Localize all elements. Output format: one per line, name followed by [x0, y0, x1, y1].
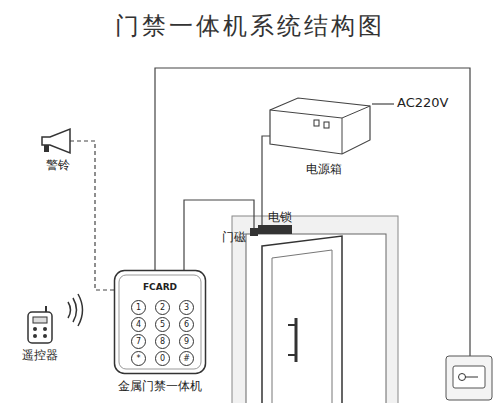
wireless-waves [68, 294, 83, 326]
remote-control: 遥控器 [26, 306, 54, 344]
key-label: 9 [179, 334, 194, 349]
alarm-bell-shape [40, 128, 76, 154]
key-symbol [465, 377, 478, 378]
ac-wire [372, 103, 394, 104]
key-label: 8 [155, 334, 170, 349]
key-label: 0 [155, 351, 170, 366]
node-label: FCARD [143, 280, 177, 294]
key-label: 1 [131, 300, 146, 315]
access-keypad: FCARD金属门禁一体机123456789*0# [114, 270, 206, 374]
node-label: 电源箱 [306, 162, 342, 176]
door-magnet: 门磁 [250, 228, 258, 236]
exit-button [446, 356, 492, 400]
node-label: 遥控器 [22, 348, 58, 362]
node-label: 金属门禁一体机 [118, 379, 202, 393]
electric-lock-shape [258, 225, 292, 234]
handle-bar [288, 324, 296, 326]
wall-frame [232, 216, 398, 403]
node-label: 门磁 [222, 230, 246, 244]
exit-button-face [453, 366, 485, 388]
key-label: * [131, 351, 146, 366]
key-label: # [179, 351, 194, 366]
key-label: 6 [179, 317, 194, 332]
node-label: 电锁 [268, 210, 292, 224]
key-symbol [459, 374, 466, 381]
wire-connector [70, 141, 114, 290]
handle-bar [288, 354, 296, 356]
power-box-shape [268, 96, 372, 156]
key-label: 5 [155, 317, 170, 332]
key-label: 4 [131, 317, 146, 332]
power-label: AC220V [397, 96, 448, 110]
door-panel [272, 250, 332, 403]
title: 门禁一体机系统结构图 [0, 10, 500, 42]
door-leaf [262, 236, 342, 403]
key-label: 7 [131, 334, 146, 349]
node-label: 警铃 [46, 158, 70, 172]
doorway [246, 234, 386, 403]
key-label: 2 [155, 300, 170, 315]
remote-control-shape [26, 306, 54, 344]
door-magnet-shape [250, 228, 258, 236]
power-box: 电源箱 [268, 96, 372, 156]
key-label: 3 [179, 300, 194, 315]
alarm-bell: 警铃 [40, 128, 76, 154]
electric-lock: 电锁 [258, 225, 292, 234]
wire-connector [184, 200, 254, 270]
